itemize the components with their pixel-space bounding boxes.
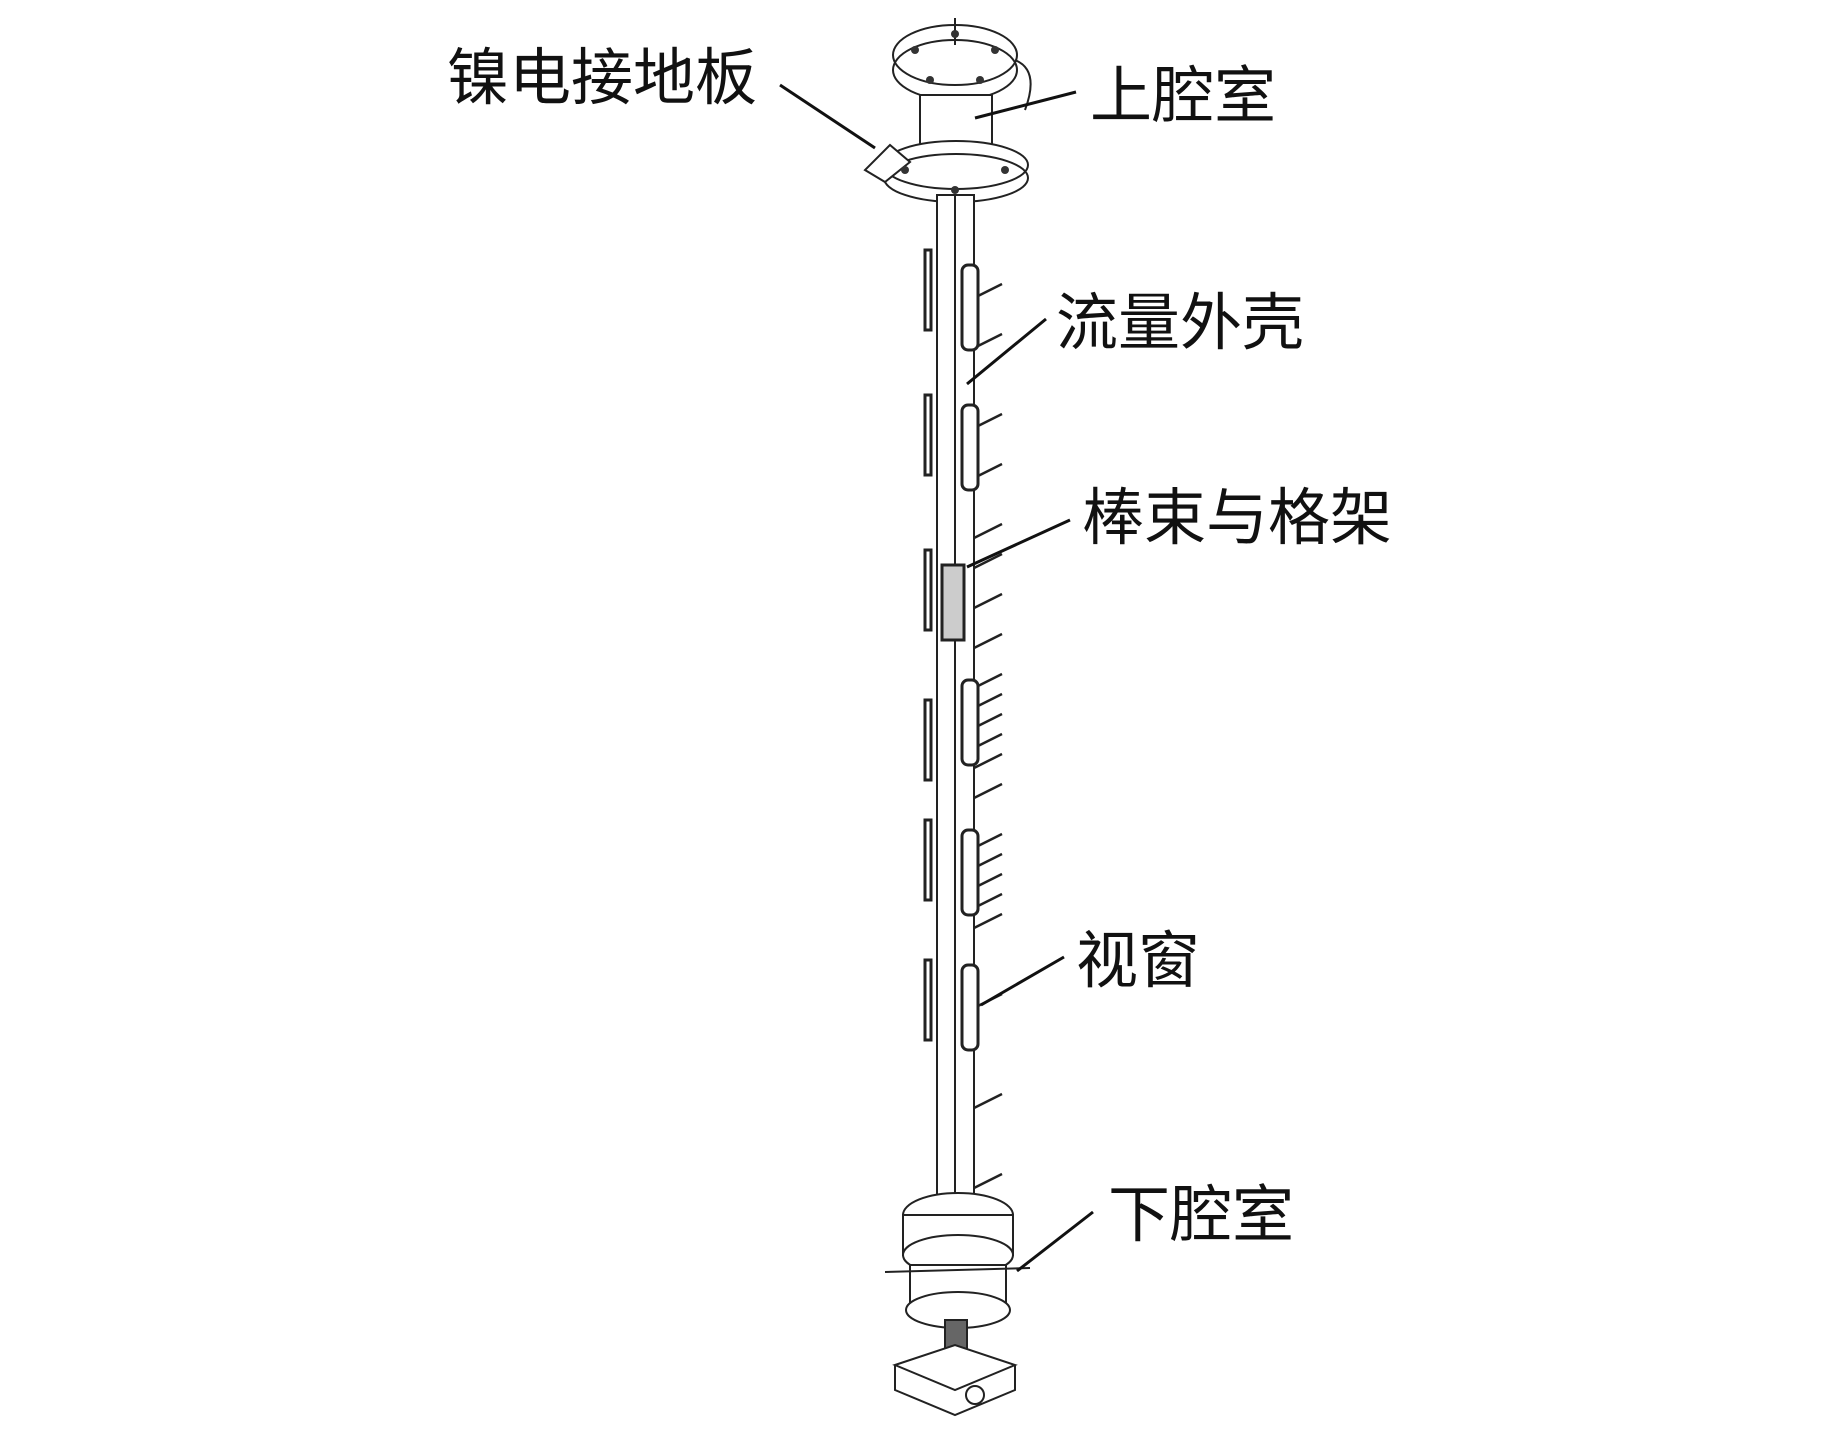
- label-lower-chamber: 下腔室: [1108, 1178, 1295, 1251]
- upper-chamber-shape: [863, 18, 1032, 203]
- sensor-pin: [973, 782, 1003, 800]
- view-windows: [923, 248, 980, 1052]
- sensor-pin: [973, 592, 1003, 610]
- sensor-pin: [973, 1172, 1003, 1190]
- label-view-window: 视窗: [1076, 924, 1201, 997]
- label-upper-chamber: 上腔室: [1090, 59, 1277, 132]
- label-flow-housing: 流量外壳: [1056, 286, 1305, 359]
- sensor-pin: [973, 552, 1003, 570]
- lower-chamber-shape: [884, 1192, 1031, 1417]
- sensor-pin: [973, 912, 1003, 930]
- sensor-pin: [973, 632, 1003, 650]
- sensor-pin: [973, 522, 1003, 540]
- sensor-pin: [973, 752, 1003, 770]
- sensor-pin: [973, 1092, 1003, 1110]
- label-ground-plate: 镍电接地板: [447, 41, 758, 114]
- label-rod-bundle-grid: 棒束与格架: [1082, 481, 1393, 554]
- leader-lines: [779, 83, 1094, 1273]
